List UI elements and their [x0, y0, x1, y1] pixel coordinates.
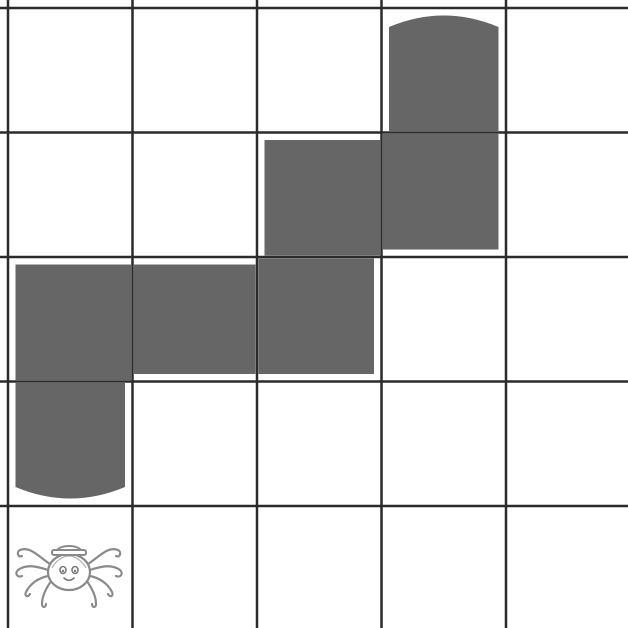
grid-cell-r0-c3[interactable] [382, 8, 507, 133]
grid-cell-r1-c3[interactable] [382, 133, 507, 258]
grid-cell-r3-c2[interactable] [257, 382, 382, 507]
grid-cell-r1-c2[interactable] [257, 133, 382, 258]
grid-cell-r4-c2[interactable] [257, 506, 382, 628]
cell-layer [8, 8, 628, 628]
grid-cell-r2-c1[interactable] [133, 257, 258, 382]
grid-cell-r4-c1[interactable] [133, 506, 258, 628]
grid-cell-r0-c2[interactable] [257, 8, 382, 133]
grid-cell-r1-c1[interactable] [133, 133, 258, 258]
grid-cell-r3-c4[interactable] [506, 382, 628, 507]
grid-cell-r2-c2[interactable] [257, 257, 382, 382]
grid-cell-r2-c0[interactable] [8, 257, 133, 382]
grid-cell-r3-c0[interactable] [8, 382, 133, 507]
grid-cell-r2-c4[interactable] [506, 257, 628, 382]
grid-cell-r4-c4[interactable] [506, 506, 628, 628]
grid-cell-r0-c0[interactable] [8, 8, 133, 133]
grid-cell-r0-c1[interactable] [133, 8, 258, 133]
grid-cell-r1-c4[interactable] [506, 133, 628, 258]
grid-cell-r2-c3[interactable] [382, 257, 507, 382]
grid-cell-r3-c3[interactable] [382, 382, 507, 507]
grid-cell-r1-c0[interactable] [8, 133, 133, 258]
grid-cell-r3-c1[interactable] [133, 382, 258, 507]
grid-cell-r4-c3[interactable] [382, 506, 507, 628]
grid-cell-r0-c4[interactable] [506, 8, 628, 133]
